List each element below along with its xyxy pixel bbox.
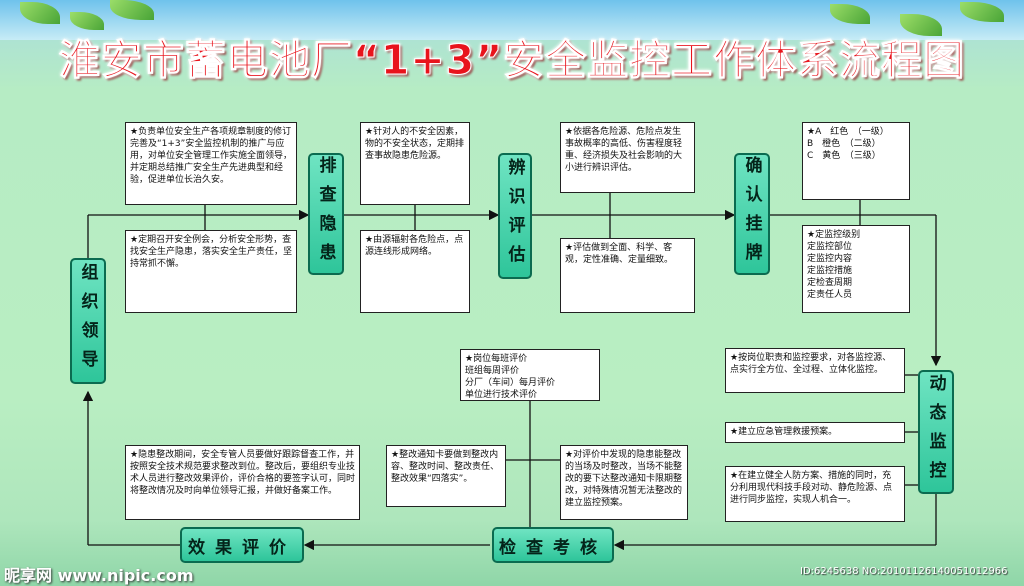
dynamic-tech-box: ★在建立健全人防方案、措施的同时，充分利用现代科技手段对动、静危险源、点进行同步… bbox=[725, 466, 905, 522]
node-confirm-label[interactable]: 确认挂牌 bbox=[734, 153, 770, 275]
leaf-decoration-right bbox=[900, 14, 942, 36]
leaf-decoration-left bbox=[70, 12, 104, 30]
leaf-decoration-right bbox=[960, 2, 1004, 22]
node-inspect-assess[interactable]: 检查考核 bbox=[492, 527, 614, 563]
investigate-factors-box: ★针对人的不安全因素，物的不安全状态，定期排查事故隐患危险源。 bbox=[360, 122, 470, 205]
leaf-decoration-left bbox=[20, 2, 60, 24]
evaluation-detail-box: ★隐患整改期间，安全专管人员要做好跟踪督查工作，并按照安全技术规范要求整改到位。… bbox=[125, 445, 360, 520]
org-meeting-box: ★定期召开安全例会，分析安全形势，查找安全生产隐患，落实安全生产责任，坚持常抓不… bbox=[125, 230, 297, 313]
dynamic-duty-box: ★按岗位职责和监控要求，对各监控源、点实行全方位、全过程、立体化监控。 bbox=[725, 348, 905, 393]
investigate-network-box: ★由源辐射各危险点，点源连线形成网络。 bbox=[360, 230, 470, 313]
watermark-id: ID:6245638 NO:20101126140051012966 bbox=[800, 566, 1008, 577]
inspect-rectify-box: ★对评价中发现的隐患能整改的当场及时整改，当场不能整改的要下达整改通知卡限期整改… bbox=[560, 445, 688, 520]
leaf-decoration-left bbox=[110, 0, 154, 20]
watermark-logo: 昵享网 www.nipic.com bbox=[4, 566, 194, 585]
dynamic-emergency-box: ★建立应急管理救援预案。 bbox=[725, 422, 905, 443]
node-effect-evaluation[interactable]: 效果评价 bbox=[180, 527, 304, 563]
identify-basis-box: ★依据各危险源、危险点发生事故概率的高低、伤害程度轻重、经济损失及社会影响的大小… bbox=[560, 122, 695, 193]
page-title: 淮安市蓄电池厂“1+3”安全监控工作体系流程图 bbox=[58, 36, 966, 85]
org-responsibility-box: ★负责单位安全生产各项规章制度的修订完善及“1+3”安全监控机制的推广与应用，对… bbox=[125, 122, 297, 205]
leaf-decoration-right bbox=[830, 4, 870, 24]
confirm-levels-box: ★A 红色 （一级） B 橙色 （二级） C 黄色 （三级） bbox=[802, 122, 910, 200]
identify-accuracy-box: ★评估做到全面、科学、客观，定性准确、定量细致。 bbox=[560, 238, 695, 313]
node-organization-leadership[interactable]: 组织领导 bbox=[70, 258, 106, 384]
inspect-notice-box: ★整改通知卡要做到整改内容、整改时间、整改责任、整改效果“四落实”。 bbox=[386, 445, 506, 507]
node-investigate-hazards[interactable]: 排查隐患 bbox=[308, 153, 344, 275]
node-dynamic-monitor[interactable]: 动态监控 bbox=[918, 370, 954, 494]
node-identify-assess[interactable]: 辨识评估 bbox=[498, 153, 532, 279]
confirm-items-box: ★定监控级别 定监控部位 定监控内容 定监控措施 定检查周期 定责任人员 bbox=[802, 225, 910, 313]
inspect-evaluation-box: ★岗位每班评价 班组每周评价 分厂（车间）每月评价 单位进行技术评价 bbox=[460, 349, 600, 401]
